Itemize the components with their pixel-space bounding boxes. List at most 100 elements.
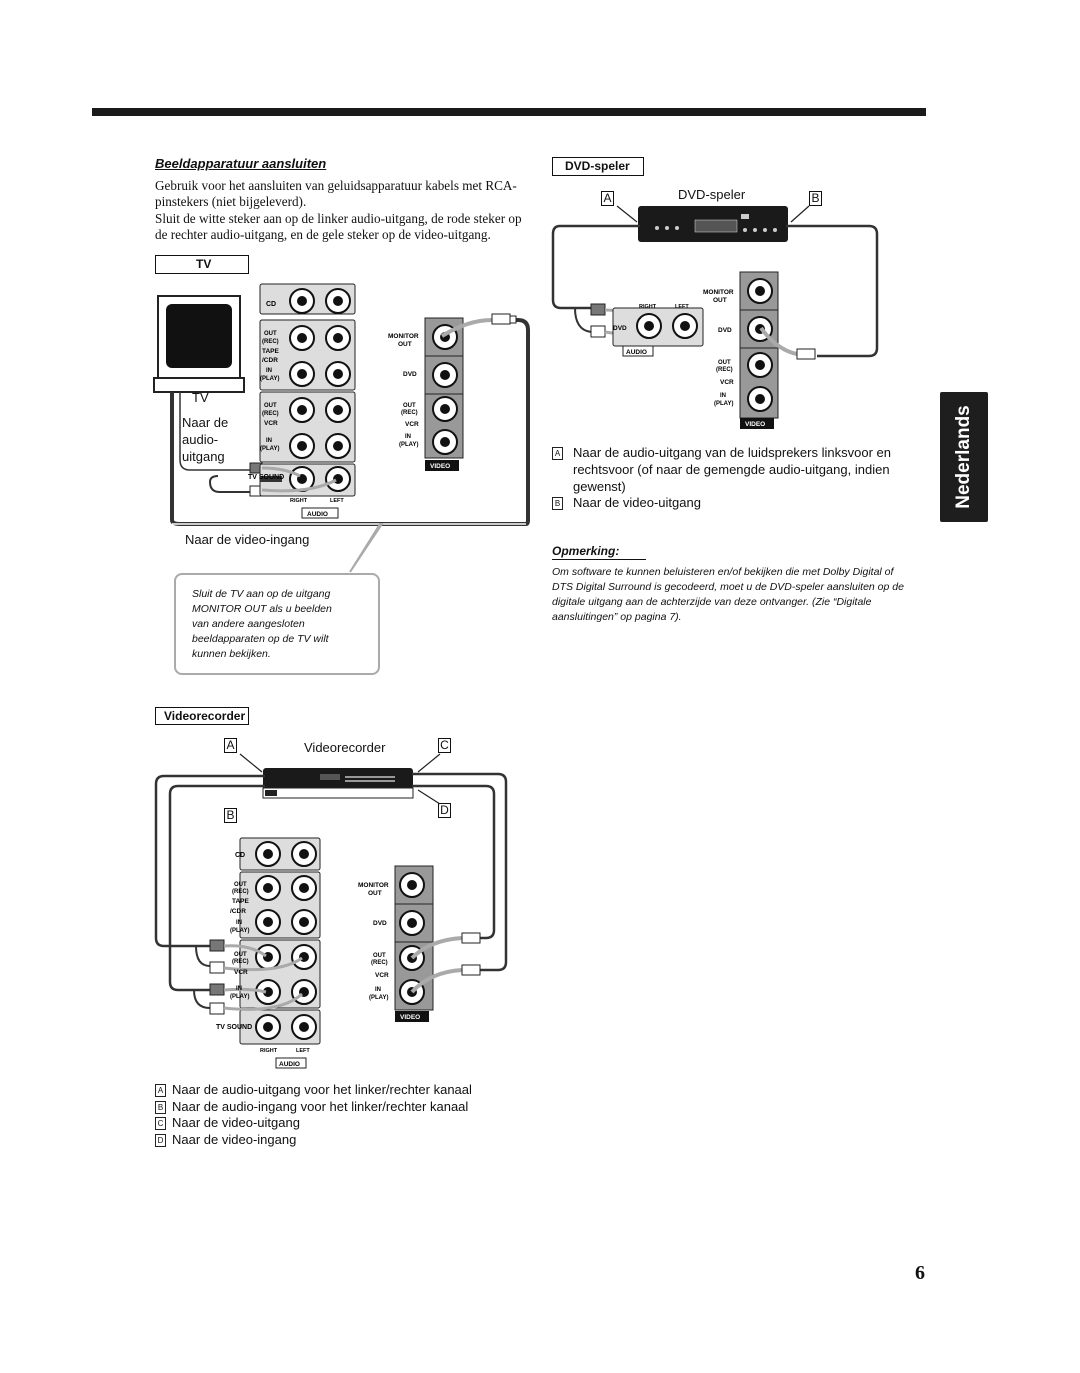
svg-text:VIDEO: VIDEO [430, 463, 450, 470]
svg-text:IN: IN [405, 434, 411, 440]
tv-connection-diagram: CD OUT (REC) TAPE /CDR IN (PLAY) OUT (RE… [153, 283, 530, 573]
svg-text:RIGHT: RIGHT [290, 498, 308, 504]
svg-text:(REC): (REC) [716, 367, 733, 373]
tv-label-line-3: uitgang [182, 449, 225, 464]
svg-text:IN: IN [375, 987, 381, 993]
svg-text:IN: IN [266, 438, 272, 444]
dvd-section-label: DVD-speler [565, 159, 630, 173]
vcr-illustration [262, 768, 414, 799]
vcr-section-box: Videorecorder [155, 707, 249, 725]
tv-section-label: TV [196, 257, 212, 271]
svg-text:(PLAY): (PLAY) [399, 442, 418, 448]
svg-text:IN: IN [266, 368, 272, 374]
svg-text:(REC): (REC) [401, 410, 418, 416]
vcr-letter-a: A [224, 738, 237, 753]
vcr-letter-c: C [438, 738, 451, 753]
legend-text: Naar de audio-uitgang voor het linker/re… [172, 1082, 472, 1097]
dvd-player-illustration [638, 206, 788, 242]
monitor-out-callout: Sluit de TV aan op de uitgang MONITOR OU… [174, 573, 380, 675]
callout-line: beeldapparaten op de TV wilt [192, 633, 329, 645]
svg-text:OUT: OUT [373, 953, 386, 959]
receiver-audio-panel: CD OUT (REC) TAPE /CDR IN (PLAY) OUT (RE… [248, 283, 356, 519]
vcr-letter-d: D [438, 803, 451, 818]
vcr-legend-item: C Naar de video-uitgang [155, 1115, 472, 1132]
svg-text:/CDR: /CDR [262, 357, 278, 364]
callout-line: kunnen bekijken. [192, 648, 271, 660]
svg-text:MONITOR: MONITOR [358, 882, 389, 889]
svg-text:OUT: OUT [234, 952, 247, 958]
dvd-letter-a: A [601, 191, 614, 206]
svg-text:OUT: OUT [403, 403, 416, 409]
vcr-section-label: Videorecorder [164, 709, 246, 723]
svg-text:TV SOUND: TV SOUND [216, 1024, 252, 1031]
legend-text: Naar de audio-ingang voor het linker/rec… [172, 1098, 469, 1114]
tv-set-illustration [153, 295, 245, 393]
vcr-legend-item: B Naar de audio-ingang voor het linker/re… [155, 1099, 472, 1116]
vcr-connection-diagram: CD OUT (REC) TAPE /CDR IN (PLAY) OUT (RE… [154, 753, 508, 1069]
tv-device-label: TV [192, 390, 209, 405]
svg-text:(REC): (REC) [232, 889, 249, 895]
panel-cd-label: CD [266, 301, 276, 308]
svg-text:OUT: OUT [718, 360, 731, 366]
language-tab-label: Nederlands [953, 405, 974, 509]
dvd-device-label: DVD-speler [678, 187, 746, 202]
svg-text:RIGHT: RIGHT [260, 1048, 278, 1054]
tv-audio-output-label: Naar de audio- uitgang [182, 414, 228, 465]
language-tab: Nederlands [940, 392, 988, 522]
legend-text: Naar de video-uitgang [172, 1115, 300, 1130]
page-number: 6 [915, 1262, 925, 1284]
svg-text:MONITOR: MONITOR [703, 289, 734, 296]
legend-key: D [155, 1133, 166, 1147]
dvd-legend-b: B Naar de video-uitgang [552, 494, 912, 511]
legend-key: A [155, 1084, 166, 1098]
svg-text:TAPE: TAPE [232, 898, 250, 905]
svg-text:VIDEO: VIDEO [745, 421, 765, 428]
svg-text:DVD: DVD [403, 371, 417, 378]
callout-line: MONITOR OUT als u beelden [192, 603, 332, 615]
svg-text:AUDIO: AUDIO [626, 349, 647, 356]
vcr-legend-item: A Naar de audio-uitgang voor het linker/r… [155, 1082, 472, 1099]
svg-text:VCR: VCR [375, 972, 389, 979]
svg-text:VIDEO: VIDEO [400, 1014, 420, 1021]
callout-line: Sluit de TV aan op de uitgang [192, 588, 331, 600]
svg-text:VCR: VCR [720, 379, 734, 386]
svg-text:DVD: DVD [718, 327, 732, 334]
svg-text:AUDIO: AUDIO [307, 511, 328, 518]
receiver-video-panel: MONITOR OUT DVD OUT (REC) VCR IN (PLAY) … [388, 317, 464, 471]
svg-text:OUT: OUT [368, 890, 382, 897]
callout-line: van andere aangesloten [192, 618, 305, 630]
tv-video-input-label: Naar de video-ingang [185, 532, 310, 547]
dvd-legend-a: A Naar de audio-uitgang van de luidsprek… [552, 444, 912, 495]
note-text: Om software te kunnen beluisteren en/of … [552, 566, 904, 623]
dvd-section-box: DVD-speler [552, 157, 644, 176]
svg-text:IN: IN [236, 920, 242, 926]
svg-text:(PLAY): (PLAY) [369, 995, 388, 1001]
svg-text:(PLAY): (PLAY) [260, 446, 279, 452]
svg-text:DVD: DVD [373, 920, 387, 927]
note-title: Opmerking: [552, 544, 646, 560]
svg-text:OUT: OUT [713, 297, 727, 304]
svg-text:(REC): (REC) [262, 411, 279, 417]
tv-label-line-1: Naar de [182, 415, 229, 430]
legend-key: B [155, 1100, 166, 1114]
vcr-device-label: Videorecorder [304, 740, 386, 755]
svg-text:MONITOR: MONITOR [388, 333, 419, 340]
svg-text:(PLAY): (PLAY) [230, 994, 249, 1000]
top-rule [92, 108, 926, 116]
svg-text:RIGHT: RIGHT [639, 304, 657, 310]
vcr-legend: A Naar de audio-uitgang voor het linker/r… [155, 1082, 472, 1148]
dvd-letter-b: B [809, 191, 822, 206]
legend-key: C [155, 1117, 166, 1131]
svg-text:VCR: VCR [234, 969, 248, 976]
svg-text:VCR: VCR [264, 420, 278, 427]
intro-para-2: Sluit de witte steker aan op de linker a… [155, 211, 522, 242]
svg-text:OUT: OUT [264, 403, 277, 409]
svg-text:(PLAY): (PLAY) [714, 401, 733, 407]
tv-label-line-2: audio- [182, 432, 219, 447]
svg-text:LEFT: LEFT [675, 304, 689, 310]
svg-text:OUT: OUT [264, 331, 277, 337]
svg-text:/CDR: /CDR [230, 908, 246, 915]
svg-text:(PLAY): (PLAY) [230, 928, 249, 934]
legend-text: Naar de video-uitgang [573, 495, 701, 510]
